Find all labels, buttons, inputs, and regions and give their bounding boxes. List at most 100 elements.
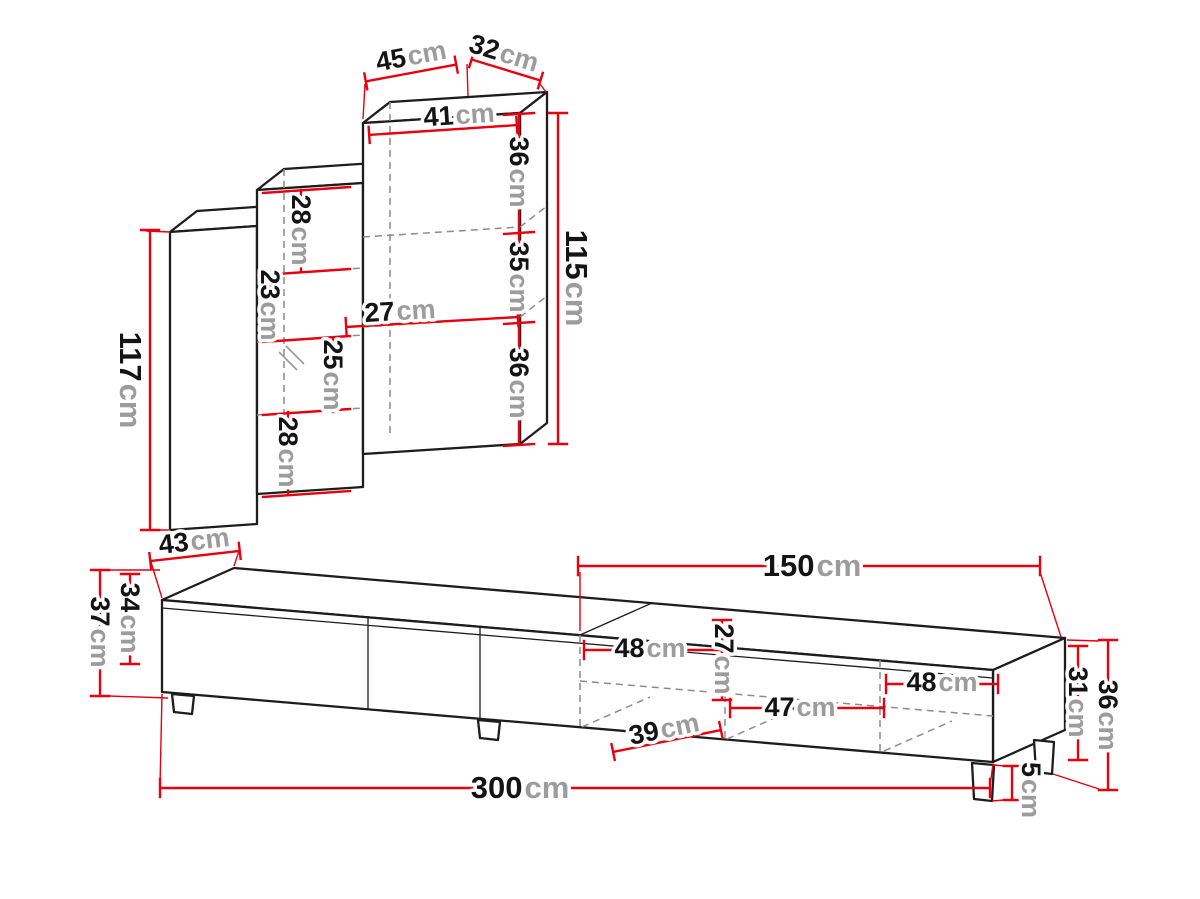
value: 150 [763, 548, 815, 583]
segment-lines [268, 188, 335, 496]
label-wall-middle-shelf-width: 27cm [364, 294, 437, 328]
value: 25 [318, 339, 348, 369]
extension-line [1052, 639, 1100, 790]
unit: cm [939, 667, 978, 697]
value: 36 [504, 136, 534, 166]
value: 48 [906, 667, 936, 697]
label-wall-left-segment-1: 28cm [286, 194, 316, 265]
tv-stand-hidden-lines [579, 635, 994, 752]
unit: cm [273, 449, 303, 488]
value: 36 [504, 347, 534, 377]
label-stand-left-height-inner: 34cm [115, 582, 145, 653]
label-wall-height-left-total: 117cm [114, 332, 149, 429]
value: 39 [626, 715, 661, 750]
dimension-line [1097, 638, 1119, 792]
glass-reflection-marks [278, 345, 305, 371]
unit: cm [255, 302, 285, 341]
dimension-line [1002, 764, 1022, 802]
wall-right-cabinet-front-face [361, 111, 522, 456]
label-stand-depth: 43cm [157, 522, 231, 560]
value: 115 [560, 230, 595, 280]
wall-unit [139, 50, 569, 532]
unit: cm [560, 282, 595, 327]
unit: cm [504, 380, 534, 419]
dimension-line [711, 618, 733, 702]
unit: cm [189, 522, 231, 556]
label-stand-right-section-width: 150cm [763, 548, 862, 583]
dimension-line [610, 720, 724, 762]
dimension-stand-inner-depth [610, 720, 724, 762]
label-wall-left-segment-4: 28cm [273, 416, 303, 487]
value: 47 [764, 692, 794, 722]
extension-line [362, 63, 547, 120]
unit: cm [286, 227, 316, 266]
value: 48 [614, 633, 644, 663]
wall-left-panel-front-face [168, 224, 259, 532]
dimension-stand-inner-width-middle [728, 697, 886, 719]
value: 31 [1063, 666, 1093, 696]
dimension-line [547, 111, 569, 446]
dimension-wall-left-segments [261, 185, 352, 499]
extension-line [991, 764, 1005, 802]
value: 45 [373, 42, 408, 77]
value: 117 [114, 332, 149, 382]
label-stand-total-width: 300cm [471, 770, 570, 805]
unit: cm [816, 548, 861, 583]
dimension-stand-total-width [158, 693, 994, 799]
label-wall-left-segment-3: 25cm [318, 339, 348, 410]
dimension-line [119, 572, 141, 666]
extension-line [159, 693, 994, 787]
unit: cm [114, 384, 149, 429]
unit: cm [1063, 699, 1093, 738]
label-wall-top-width: 45cm [373, 35, 448, 77]
value: 5 [1016, 762, 1046, 777]
unit: cm [504, 274, 534, 313]
unit: cm [1093, 712, 1123, 751]
unit: cm [405, 35, 449, 72]
tv-stand-leg-left [170, 692, 196, 716]
unit: cm [396, 294, 437, 326]
value: 37 [85, 596, 115, 626]
label-wall-height-right-total: 115cm [560, 230, 595, 327]
value: 35 [504, 241, 534, 271]
label-wall-left-segment-2: 23cm [255, 269, 285, 340]
unit: cm [318, 372, 348, 411]
dimension-wall-top-width [362, 55, 547, 120]
label-stand-right-height-outer: 36cm [1093, 679, 1123, 750]
segment-boundary-ticks [261, 185, 352, 499]
dimension-stand-right-height-outer [1052, 638, 1119, 792]
label-stand-inner-width-left: 48cm [614, 633, 685, 663]
value: 300 [471, 770, 523, 805]
dimension-line [344, 306, 520, 338]
dimension-stand-depth [148, 541, 242, 599]
unit: cm [797, 692, 836, 722]
dimension-wall-right-segments [502, 111, 536, 448]
dimension-stand-leg-height [991, 764, 1022, 802]
unit: cm [115, 615, 145, 654]
tv-stand-leg-right-back [1032, 738, 1056, 776]
label-stand-left-height-outer: 37cm [85, 596, 115, 667]
value: 34 [115, 582, 145, 612]
unit: cm [1016, 779, 1046, 818]
dimension-wall-top-depth [467, 50, 545, 90]
tv-stand-front-face [160, 598, 995, 764]
dimension-line [728, 697, 886, 719]
unit: cm [709, 656, 739, 695]
label-wall-right-segment-top: 36cm [504, 136, 534, 207]
dimension-line [467, 50, 545, 90]
dimension-line [367, 115, 519, 145]
dimension-stand-left-height-outer [89, 568, 169, 699]
value: 28 [286, 194, 316, 224]
tv-stand-door-seams [161, 602, 994, 720]
unit: cm [524, 770, 569, 805]
dimension-line [148, 541, 242, 571]
label-stand-inner-width-right: 48cm [906, 667, 977, 697]
dimension-line [884, 673, 1000, 695]
extension-line [150, 550, 240, 599]
dimension-stand-inner-width-right [884, 673, 1000, 695]
tv-stand [89, 541, 1119, 803]
extension-line [579, 571, 1062, 638]
dimension-line [362, 55, 460, 91]
label-stand-inner-height: 27cm [709, 623, 739, 694]
